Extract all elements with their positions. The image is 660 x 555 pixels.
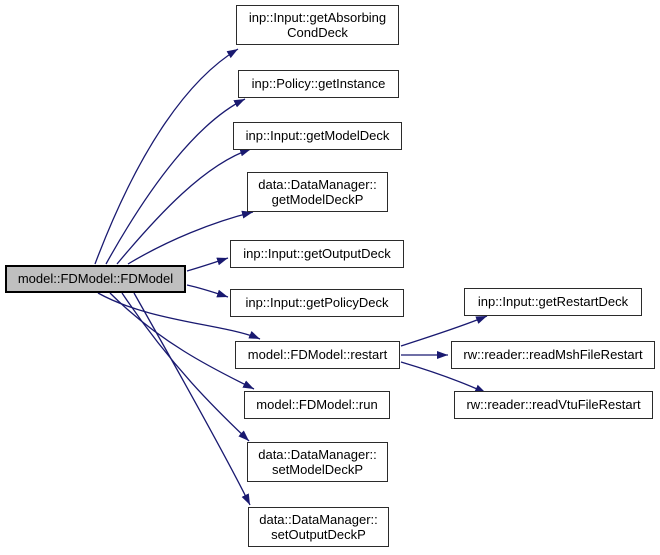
node-get-model-deck[interactable]: inp::Input::getModelDeck bbox=[233, 122, 402, 150]
edge-root-to-run bbox=[109, 292, 255, 390]
node-fdmodel-root: model::FDModel::FDModel bbox=[5, 265, 186, 293]
edge-root-to-set-model-deck-p bbox=[121, 292, 250, 442]
edge-root-to-get-model-deck-p bbox=[127, 210, 254, 265]
edge-root-to-restart bbox=[97, 292, 261, 340]
node-read-vtu-file-restart[interactable]: rw::reader::readVtuFileRestart bbox=[454, 391, 653, 419]
node-restart[interactable]: model::FDModel::restart bbox=[235, 341, 400, 369]
edge-root-to-get-output-deck bbox=[186, 257, 229, 272]
node-run[interactable]: model::FDModel::run bbox=[244, 391, 390, 419]
node-set-model-deck-p[interactable]: data::DataManager:: setModelDeckP bbox=[247, 442, 388, 482]
edge-root-to-set-output-deck-p bbox=[133, 292, 251, 506]
node-get-instance[interactable]: inp::Policy::getInstance bbox=[238, 70, 399, 98]
node-read-msh-file-restart[interactable]: rw::reader::readMshFileRestart bbox=[451, 341, 655, 369]
node-get-policy-deck[interactable]: inp::Input::getPolicyDeck bbox=[230, 289, 404, 317]
node-get-absorbing-cond-deck[interactable]: inp::Input::getAbsorbing CondDeck bbox=[236, 5, 399, 45]
edge-root-to-get-absorbing-cond-deck bbox=[94, 48, 239, 265]
edge-root-to-get-instance bbox=[105, 98, 246, 265]
edge-restart-to-get-restart-deck bbox=[400, 315, 488, 347]
node-set-output-deck-p[interactable]: data::DataManager:: setOutputDeckP bbox=[248, 507, 389, 547]
edge-root-to-get-policy-deck bbox=[186, 284, 229, 298]
node-get-output-deck[interactable]: inp::Input::getOutputDeck bbox=[230, 240, 404, 268]
node-get-restart-deck[interactable]: inp::Input::getRestartDeck bbox=[464, 288, 642, 316]
edge-restart-to-read-vtu-file-restart bbox=[400, 361, 487, 394]
node-get-model-deck-p[interactable]: data::DataManager:: getModelDeckP bbox=[247, 172, 388, 212]
edge-root-to-get-model-deck bbox=[116, 148, 252, 265]
